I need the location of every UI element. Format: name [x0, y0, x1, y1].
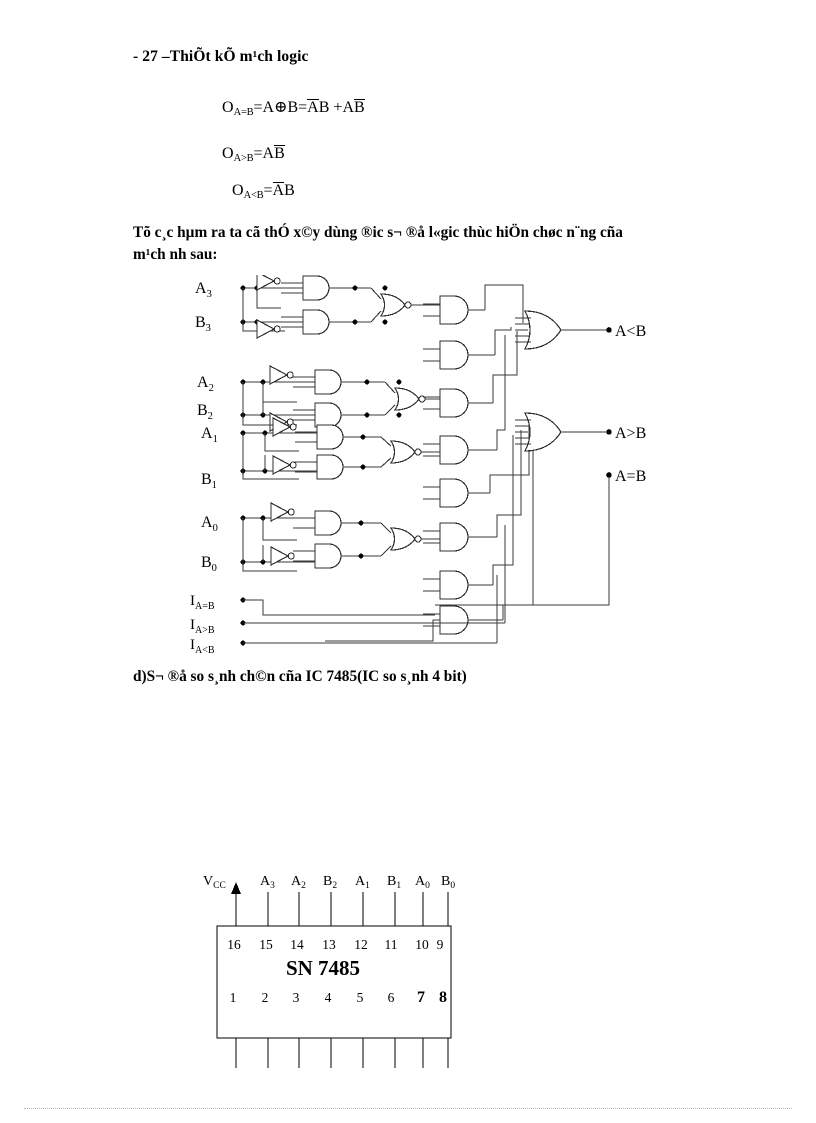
svg-text:9: 9: [437, 937, 444, 952]
svg-text:16: 16: [227, 937, 241, 952]
logic-schematic: A3 B3 A2 B2 A1 B1 A0 B0 IA=B IA>B IA<B: [185, 275, 695, 655]
ic-label-b2: B2: [323, 874, 337, 891]
svg-text:3: 3: [293, 990, 300, 1005]
overline-b: B: [274, 145, 285, 162]
svg-text:6: 6: [388, 990, 395, 1005]
svg-text:2: 2: [262, 990, 269, 1005]
ic-top-labels: VCC A3 A2 B2 A1 B1 A0 B0: [203, 874, 455, 891]
overline-a: A: [272, 182, 285, 199]
svg-text:7: 7: [417, 989, 425, 1006]
ic-label-a3: A3: [260, 874, 275, 891]
output-label-a-greater-b: A>B: [615, 425, 646, 442]
input-label-b2: B2: [197, 402, 213, 422]
paragraph-line-1: Tõ c¸c hµm ra ta cã thÓ x©y dùng ®ic s¬ …: [133, 224, 623, 241]
formula-o-a-equals-b: OA=B=A⊕B=AB +AB: [222, 99, 365, 118]
ic-top-pin-numbers: 16 15 14 13 12 11 10 9: [227, 937, 443, 952]
ic-label-a1: A1: [355, 874, 370, 891]
formula-lhs: O: [232, 182, 244, 199]
svg-text:5: 5: [357, 990, 364, 1005]
paragraph-line-2: m¹ch nh sau:: [133, 246, 218, 264]
ic-part-number: SN 7485: [286, 956, 360, 980]
svg-text:12: 12: [354, 937, 368, 952]
output-label-a-equals-b: A=B: [615, 468, 646, 485]
formula-rhs: =A: [253, 145, 275, 162]
svg-text:1: 1: [230, 990, 237, 1005]
ic-label-b1: B1: [387, 874, 401, 891]
svg-text:IA<B: IA<B: [190, 637, 215, 655]
ic-label-a0: A0: [415, 874, 430, 891]
svg-text:11: 11: [385, 937, 398, 952]
svg-text:4: 4: [325, 990, 332, 1005]
ic-bottom-pin-numbers: 1 2 3 4 5 6 7 8: [230, 989, 447, 1006]
output-label-a-less-b: A<B: [615, 323, 646, 340]
formula-lhs: O: [222, 145, 234, 162]
ic-label-b0: B0: [441, 874, 455, 891]
svg-text:IA=B: IA=B: [190, 593, 215, 612]
formula-rhs: =: [263, 182, 273, 199]
body-paragraph: Tõ c¸c hµm ra ta cã thÓ x©y dùng ®ic s¬ …: [133, 222, 695, 266]
svg-text:8: 8: [439, 989, 447, 1006]
formula-subscript: A<B: [243, 189, 264, 201]
formula-term-b: B: [284, 182, 295, 199]
overline-a: A: [307, 99, 319, 116]
input-label-b0: B0: [201, 554, 217, 574]
input-label-a0: A0: [201, 514, 218, 534]
overline-b: B: [354, 99, 365, 116]
svg-text:15: 15: [259, 937, 273, 952]
formula-plus: +: [329, 99, 343, 116]
svg-text:14: 14: [290, 937, 304, 952]
formula-term-b: B: [318, 99, 330, 116]
ic-label-vcc: VCC: [203, 874, 226, 891]
input-label-a3: A3: [195, 280, 212, 300]
formula-subscript: A=B: [233, 106, 254, 118]
input-label-a1: A1: [201, 425, 218, 445]
ic-label-a2: A2: [291, 874, 306, 891]
input-label-a2: A2: [197, 374, 214, 394]
input-label-b1: B1: [201, 471, 217, 491]
ic-package-diagram: VCC A3 A2 B2 A1 B1 A0 B0 16 15 14 13 12 …: [195, 868, 495, 1068]
formula-lhs: O: [222, 99, 234, 116]
page-header: - 27 –ThiÕt kÕ m¹ch logic: [133, 48, 309, 65]
formula-subscript: A>B: [233, 152, 254, 164]
svg-text:10: 10: [415, 937, 429, 952]
figure-caption: d)S¬ ®å so s¸nh ch©n cña IC 7485(IC so s…: [133, 668, 467, 685]
input-label-b3: B3: [195, 314, 211, 334]
footer-divider: [24, 1108, 792, 1109]
formula-term-ab: A: [342, 99, 354, 116]
svg-text:IA>B: IA>B: [190, 617, 215, 636]
formula-o-a-less-b: OA<B=AB: [232, 182, 295, 201]
svg-text:13: 13: [322, 937, 336, 952]
formula-rhs: =A⊕B=: [253, 99, 308, 116]
ic-body: [216, 925, 452, 1039]
formula-o-a-greater-b: OA>B=AB: [222, 145, 285, 164]
